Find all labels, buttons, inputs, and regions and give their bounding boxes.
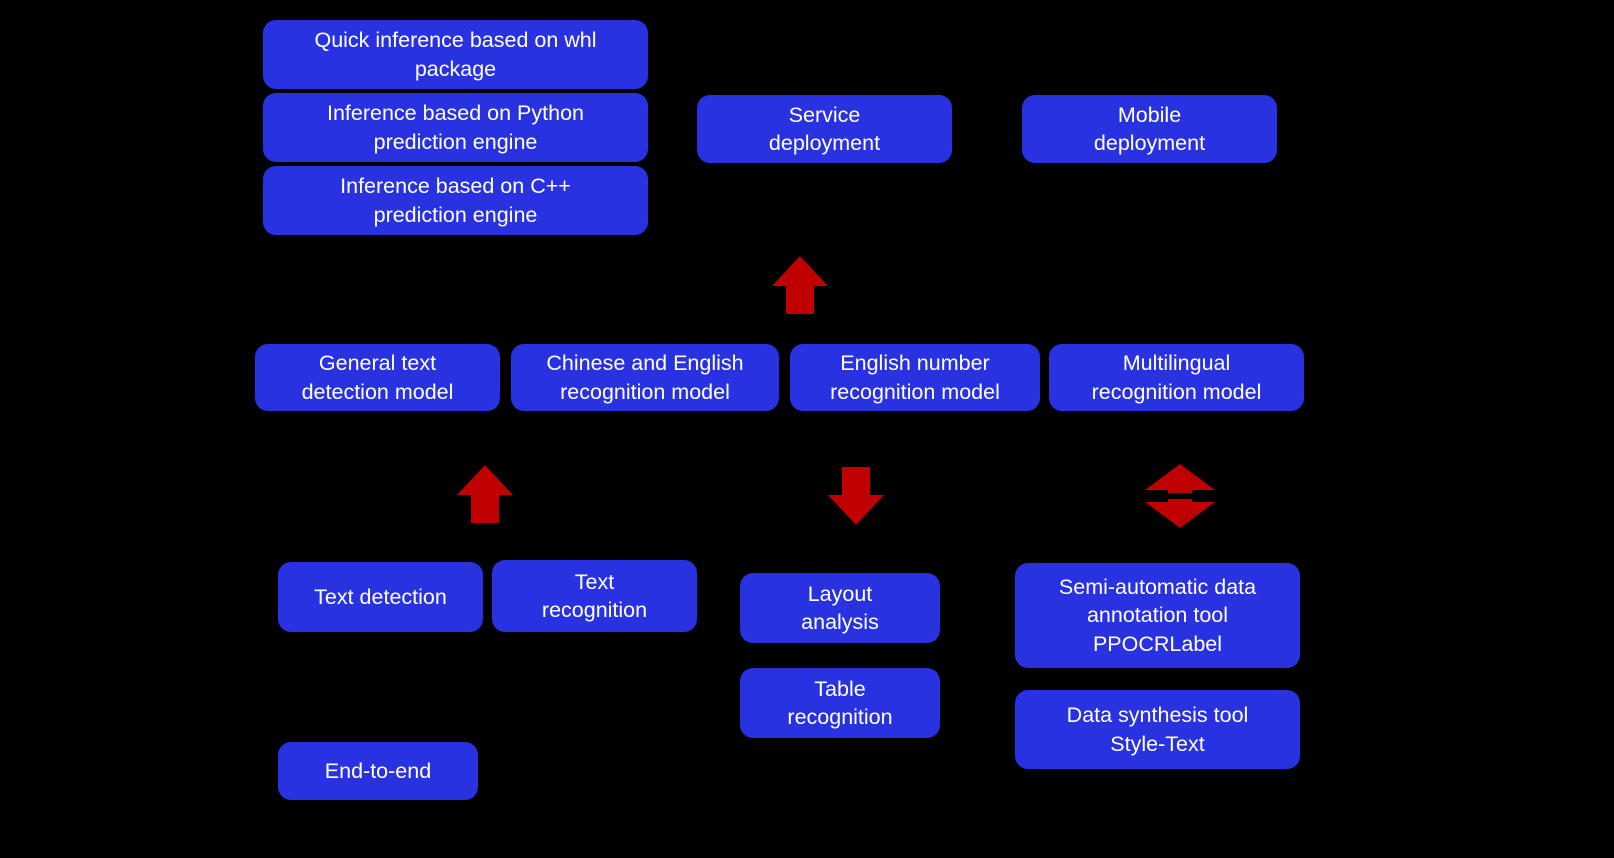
node-english-number-recognition-model: English number recognition model xyxy=(790,344,1040,411)
node-chinese-english-recognition-model: Chinese and English recognition model xyxy=(511,344,779,411)
node-text-detection: Text detection xyxy=(278,562,483,632)
node-text-recognition: Text recognition xyxy=(492,560,697,632)
node-python-prediction-engine: Inference based on Python prediction eng… xyxy=(263,93,648,162)
node-quick-inference-whl: Quick inference based on whl package xyxy=(263,20,648,89)
arrow-up-icon xyxy=(772,256,828,314)
node-ppocrlabel-annotation-tool: Semi-automatic data annotation tool PPOC… xyxy=(1015,563,1300,668)
node-cpp-prediction-engine: Inference based on C++ prediction engine xyxy=(263,166,648,235)
node-style-text-synthesis-tool: Data synthesis tool Style-Text xyxy=(1015,690,1300,769)
node-end-to-end: End-to-end xyxy=(278,742,478,800)
node-mobile-deployment: Mobile deployment xyxy=(1022,95,1277,163)
node-service-deployment: Service deployment xyxy=(697,95,952,163)
arrow-up-icon xyxy=(457,465,513,523)
node-layout-analysis: Layout analysis xyxy=(740,573,940,643)
node-table-recognition: Table recognition xyxy=(740,668,940,738)
arrow-up-down-icon xyxy=(1145,464,1215,528)
node-general-text-detection-model: General text detection model xyxy=(255,344,500,411)
arrow-down-icon xyxy=(828,467,884,525)
node-multilingual-recognition-model: Multilingual recognition model xyxy=(1049,344,1304,411)
